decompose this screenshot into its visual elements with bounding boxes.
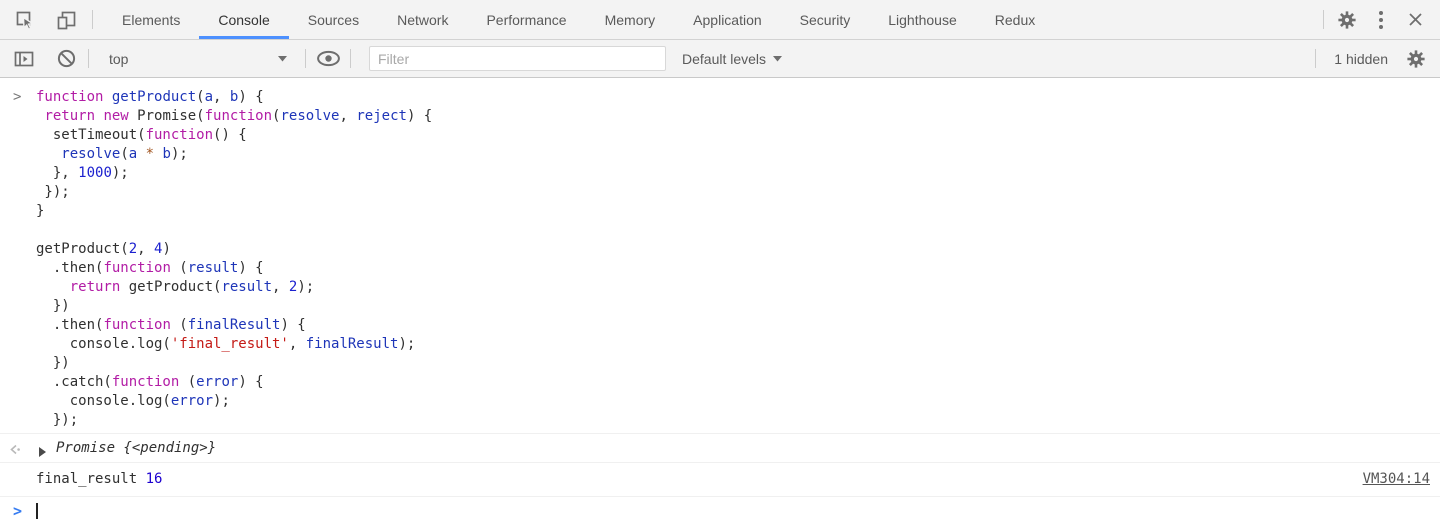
text-cursor-caret — [36, 503, 38, 519]
eye-icon — [316, 50, 340, 67]
settings-button[interactable] — [1330, 6, 1364, 34]
console-settings-button[interactable] — [1402, 46, 1430, 72]
log-value: 16 — [145, 471, 163, 487]
chevron-down-icon — [773, 55, 783, 61]
device-toolbar-button[interactable] — [52, 6, 82, 34]
toolbar-separator — [88, 49, 89, 68]
tab-performance[interactable]: Performance — [486, 11, 567, 28]
log-levels-label: Default levels — [682, 50, 767, 67]
log-levels-dropdown[interactable]: Default levels — [682, 50, 783, 67]
tab-elements[interactable]: Elements — [122, 11, 181, 28]
close-icon — [1408, 13, 1422, 26]
tab-console[interactable]: Console — [199, 0, 290, 39]
tab-network[interactable]: Network — [397, 11, 449, 28]
hidden-messages-badge[interactable]: 1 hidden — [1334, 50, 1388, 67]
gear-icon — [1338, 10, 1356, 29]
tab-application[interactable]: Application — [693, 11, 762, 28]
live-expression-button[interactable] — [314, 46, 342, 72]
return-value-arrow-icon — [8, 443, 22, 462]
console-input-code[interactable]: function getProduct(a, b) { return new P… — [36, 89, 433, 428]
console-result-entry: Promise {<pending>} — [0, 433, 1440, 462]
console-prompt-chevron-icon: > — [13, 502, 23, 520]
chevron-down-icon — [278, 55, 287, 61]
inspect-element-button[interactable] — [10, 6, 40, 34]
gear-icon — [1407, 49, 1425, 68]
three-dot-menu-icon — [1379, 10, 1383, 29]
toolbar-separator — [1323, 10, 1324, 29]
console-sidebar-toggle-button[interactable] — [10, 46, 38, 72]
console-log-entry: final_result 16 VM304:14 — [0, 462, 1440, 497]
toolbar-separator — [350, 49, 351, 68]
console-sidebar-icon — [14, 51, 34, 66]
tab-sources[interactable]: Sources — [307, 11, 360, 28]
inspect-cursor-icon — [16, 11, 35, 30]
devtools-tabbar: Elements Console Sources Network Performance… — [0, 0, 1440, 40]
toolbar-separator — [92, 10, 93, 29]
tab-redux[interactable]: Redux — [994, 11, 1036, 28]
device-toolbar-icon — [57, 11, 76, 29]
console-input-entry: > function getProduct(a, b) { return new… — [0, 78, 1440, 433]
tab-lighthouse[interactable]: Lighthouse — [888, 11, 957, 28]
console-prompt-row[interactable]: > — [0, 497, 1440, 520]
expand-triangle-icon[interactable] — [39, 444, 46, 463]
clear-console-button[interactable] — [52, 46, 80, 72]
filter-input[interactable] — [369, 46, 666, 71]
toolbar-separator — [305, 49, 306, 68]
javascript-context-selector[interactable]: top — [97, 51, 297, 67]
close-devtools-button[interactable] — [1398, 6, 1432, 34]
console-toolbar: top Default levels 1 hidden — [0, 40, 1440, 78]
source-location-link[interactable]: VM304:14 — [1362, 471, 1430, 487]
tab-security[interactable]: Security — [799, 11, 851, 28]
tab-strip: Elements Console Sources Network Performance… — [103, 0, 1054, 39]
console-messages-area: > function getProduct(a, b) { return new… — [0, 78, 1440, 520]
tabbar-right-icons — [1330, 6, 1440, 34]
more-options-button[interactable] — [1364, 6, 1398, 34]
toolbar-separator — [1315, 49, 1317, 68]
console-input-chevron-icon: > — [13, 89, 22, 105]
clear-console-icon — [57, 49, 75, 68]
promise-result-text[interactable]: Promise {<pending>} — [56, 440, 217, 456]
context-selector-value: top — [109, 50, 129, 67]
tab-memory[interactable]: Memory — [604, 11, 656, 28]
log-message: final_result 16 — [36, 471, 163, 487]
